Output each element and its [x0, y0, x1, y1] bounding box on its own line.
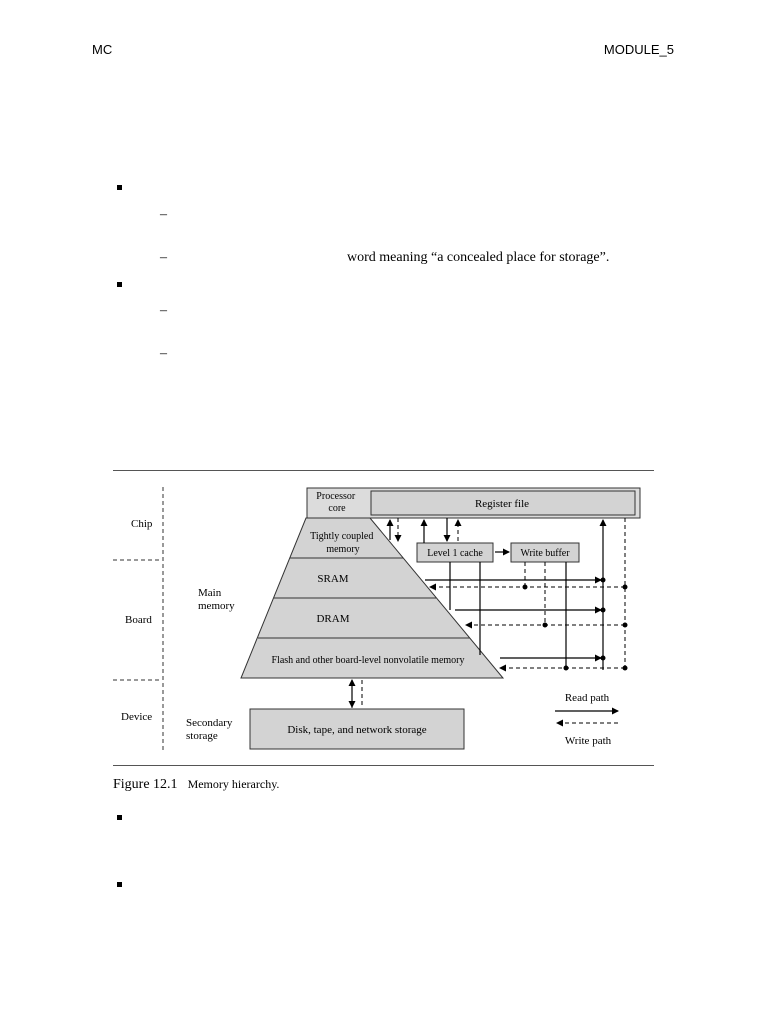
figure-top-rule — [113, 470, 654, 471]
flash-label: Flash and other board-level nonvolatile … — [271, 655, 464, 666]
level1-cache-box — [416, 542, 494, 563]
dash-marker: – — [160, 346, 167, 361]
bullet-marker — [117, 882, 122, 887]
junction-dots — [522, 577, 628, 671]
level-label-board: Board — [125, 614, 152, 626]
level-label-device: Device — [121, 711, 152, 723]
header-right: MODULE_5 — [603, 42, 674, 57]
legend-read-label: Read path — [565, 692, 610, 704]
legend-write-label: Write path — [565, 735, 612, 747]
bullet-marker — [117, 815, 122, 820]
bullet-marker — [117, 185, 122, 190]
processor-core-label: Processor core — [316, 491, 357, 514]
main-memory-label: Main memory — [198, 587, 235, 612]
bullet-marker — [117, 282, 122, 287]
sram-label: SRAM — [317, 573, 348, 585]
level-dividers — [113, 487, 164, 750]
caption-number: Figure 12.1 — [113, 777, 178, 792]
dash-marker: – — [160, 303, 167, 318]
disk-storage-box — [249, 708, 465, 750]
body-line: word meaning “a concealed place for stor… — [347, 250, 610, 265]
register-file-label: Register file — [475, 498, 529, 510]
figure-caption: Figure 12.1 Memory hierarchy. — [113, 775, 279, 793]
figure-bottom-rule — [113, 765, 654, 766]
read-paths — [386, 518, 607, 670]
caption-text: Memory hierarchy. — [187, 777, 280, 791]
dash-marker: – — [160, 207, 167, 222]
level-label-chip: Chip — [131, 518, 153, 530]
register-file-box — [370, 490, 636, 516]
write-buffer-label: Write buffer — [520, 548, 570, 559]
header-left: MC — [92, 42, 113, 57]
tcm-label: Tightly coupled memory — [310, 531, 376, 555]
dash-marker: – — [160, 250, 167, 265]
dram-label: DRAM — [316, 613, 349, 625]
secondary-storage-label: Secondary storage — [186, 717, 235, 742]
disk-storage-label: Disk, tape, and network storage — [287, 724, 426, 736]
level1-cache-label: Level 1 cache — [427, 548, 483, 559]
